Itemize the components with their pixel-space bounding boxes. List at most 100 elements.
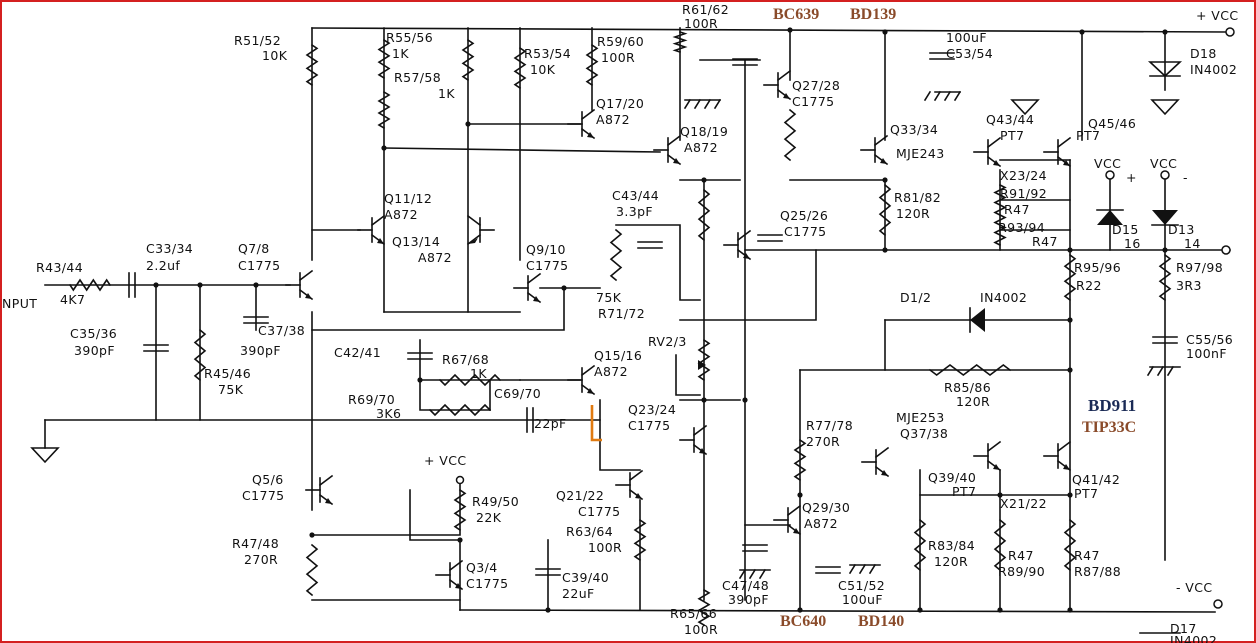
- transistor-q18-icon: [653, 134, 682, 166]
- component-value: 75K: [596, 290, 622, 305]
- component-label: R47/48: [232, 536, 279, 551]
- diode-d13-icon: [1152, 210, 1178, 225]
- resistor-icon: [633, 518, 647, 562]
- component-label: R69/70: [348, 392, 395, 407]
- capacitor-icon: [128, 272, 136, 298]
- resistor-icon: [428, 403, 492, 417]
- resistor-icon: [305, 43, 319, 87]
- component-value: 3.3pF: [616, 204, 653, 219]
- resistor-icon: [438, 373, 502, 387]
- component-value: R47: [1004, 202, 1030, 217]
- component-label: C47/48: [722, 578, 769, 593]
- resistor-icon: [783, 108, 797, 162]
- vcc-neg-terminal-icon: [1213, 599, 1223, 609]
- component-value: IN4002: [1190, 62, 1237, 77]
- vcc-pos-terminal-icon: [1225, 27, 1235, 37]
- transistor-q23-icon: [679, 424, 708, 456]
- component-label: Q33/34: [890, 122, 938, 137]
- component-label: R97/98: [1176, 260, 1223, 275]
- component-label: Q23/24: [628, 402, 676, 417]
- brand-label: BC640: [780, 613, 826, 630]
- component-value: 22pF: [534, 416, 567, 431]
- component-value: PT7: [952, 484, 976, 499]
- component-value: 14: [1184, 236, 1201, 251]
- brand-label: BD139: [850, 6, 896, 23]
- capacitor-icon: [757, 234, 783, 242]
- ground-icon: [1010, 99, 1040, 116]
- diode-d18-icon: [1147, 61, 1183, 78]
- component-value: 3K6: [376, 406, 401, 421]
- transistor-q13-icon: [466, 214, 495, 246]
- component-label: D13: [1168, 222, 1195, 237]
- component-value: 3R3: [1176, 278, 1202, 293]
- component-value: PT7: [1000, 128, 1024, 143]
- component-value: MJE243: [896, 146, 945, 161]
- transistor-q41-icon: [1043, 440, 1072, 472]
- component-label: Q7/8: [238, 241, 270, 256]
- component-label: R55/56: [386, 30, 433, 45]
- capacitor-icon: [815, 566, 841, 574]
- capacitors: [128, 52, 1178, 576]
- component-value: 100nF: [1186, 346, 1227, 361]
- component-label: Q11/12: [384, 191, 432, 206]
- component-value: C1775: [526, 258, 569, 273]
- transistor-q29-icon: [773, 504, 802, 536]
- transistor-q27-icon: [763, 69, 792, 101]
- component-value: 16: [1124, 236, 1141, 251]
- brand-label: BD140: [858, 613, 904, 630]
- resistor-icon: [1158, 253, 1172, 302]
- resistor-icon: [1063, 518, 1077, 572]
- resistor-icon: [913, 518, 927, 572]
- resistor-icon: [461, 38, 475, 82]
- resistor-icon: [453, 488, 467, 532]
- diode-d1-icon: [970, 308, 985, 332]
- capacitor-icon: [929, 52, 955, 60]
- resistor-icon: [697, 588, 711, 627]
- component-label: R43/44: [36, 260, 83, 275]
- component-value: IN4002: [1170, 633, 1217, 643]
- wires: [44, 27, 1231, 613]
- component-label: Q21/22: [556, 488, 604, 503]
- transistor-q5-icon: [305, 474, 334, 506]
- component-label: D15: [1112, 222, 1139, 237]
- component-value: 100R: [684, 16, 718, 31]
- component-value: A872: [684, 140, 718, 155]
- vcc-terminal-icon: [1105, 170, 1115, 180]
- component-label: R93/94: [998, 220, 1045, 235]
- transistor-q21-icon: [615, 469, 644, 501]
- transistor-q43-icon: [973, 136, 1002, 168]
- component-label: RV2/3: [648, 334, 687, 349]
- resistor-icon: [513, 46, 527, 90]
- resistor-icon: [672, 30, 688, 54]
- component-label: Q5/6: [252, 472, 284, 487]
- vcc-neg-label: - VCC: [1176, 580, 1213, 595]
- transistor-q17-icon: [567, 108, 596, 140]
- component-label: C43/44: [612, 188, 659, 203]
- component-value: 390pF: [240, 343, 281, 358]
- component-label: D18: [1190, 46, 1217, 61]
- component-label: C37/38: [258, 323, 305, 338]
- component-value: R22: [1076, 278, 1102, 293]
- component-label: Q18/19: [680, 124, 728, 139]
- component-value: R47: [1074, 548, 1100, 563]
- transistor-q9-icon: [513, 272, 542, 304]
- component-value: 390pF: [728, 592, 769, 607]
- component-label: R63/64: [566, 524, 613, 539]
- vcc-terminal-icon: [1160, 170, 1170, 180]
- transistor-q25-icon: [723, 229, 752, 261]
- brand-label: BD911: [1088, 396, 1136, 415]
- resistor-icon: [585, 43, 599, 87]
- component-label: R61/62: [682, 2, 729, 17]
- component-value: 4K7: [60, 292, 85, 307]
- vcc-terminal-icon: [455, 475, 465, 485]
- resistor-icon: [609, 228, 623, 282]
- component-label: C53/54: [946, 46, 993, 61]
- resistor-icon: [68, 278, 112, 292]
- component-label: C35/36: [70, 326, 117, 341]
- component-label: Q43/44: [986, 112, 1034, 127]
- component-label: Q45/46: [1088, 116, 1136, 131]
- component-value: C1775: [578, 504, 621, 519]
- component-label: X21/22: [1000, 496, 1047, 511]
- component-label: Q3/4: [466, 560, 498, 575]
